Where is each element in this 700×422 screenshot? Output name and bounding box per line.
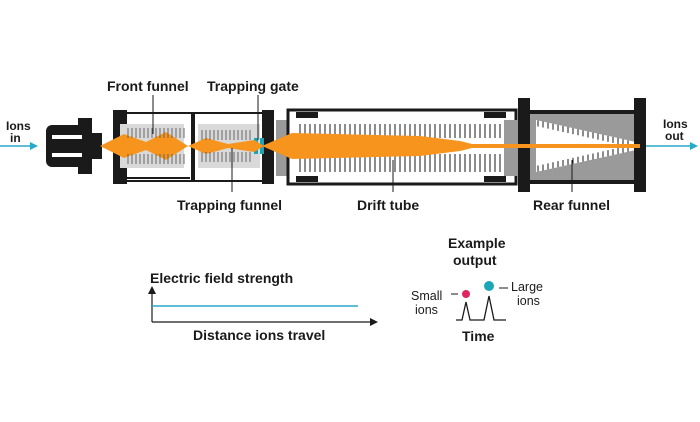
trapping-funnel-label: Trapping funnel bbox=[177, 197, 282, 213]
rear-funnel-electrodes bbox=[537, 120, 629, 172]
ions-in-label-2: in bbox=[10, 131, 21, 145]
example-output-title-1: Example bbox=[448, 235, 506, 251]
front-funnel-label: Front funnel bbox=[107, 78, 189, 94]
large-ions-label-2: ions bbox=[517, 294, 540, 308]
trapping-funnel-electrodes bbox=[201, 130, 251, 162]
example-output-title-2: output bbox=[453, 252, 497, 268]
large-ions-label-1: Large bbox=[511, 280, 543, 294]
drift-tube-label: Drift tube bbox=[357, 197, 419, 213]
small-ions-label-1: Small bbox=[411, 289, 442, 303]
ions-out-label-1: Ions bbox=[663, 117, 688, 131]
ion-source bbox=[46, 118, 102, 174]
field-graph-ylabel: Electric field strength bbox=[150, 270, 293, 286]
field-strength-graph bbox=[148, 286, 378, 326]
trapping-gate-label: Trapping gate bbox=[207, 78, 299, 94]
output-peaks-trace bbox=[456, 295, 506, 321]
example-output-xlabel: Time bbox=[462, 328, 495, 344]
large-ion-dot bbox=[484, 281, 494, 291]
small-ion-dot bbox=[462, 290, 470, 298]
ions-out-label-2: out bbox=[665, 129, 684, 143]
field-graph-xlabel: Distance ions travel bbox=[193, 327, 325, 343]
small-ions-label-2: ions bbox=[415, 303, 438, 317]
ions-out-arrow bbox=[646, 142, 698, 150]
front-funnel-electrodes bbox=[127, 128, 185, 164]
ions-in-arrow bbox=[0, 142, 38, 150]
rear-funnel-label: Rear funnel bbox=[533, 197, 610, 213]
ions-in-label-1: Ions bbox=[6, 119, 31, 133]
ion-beam bbox=[100, 132, 640, 160]
